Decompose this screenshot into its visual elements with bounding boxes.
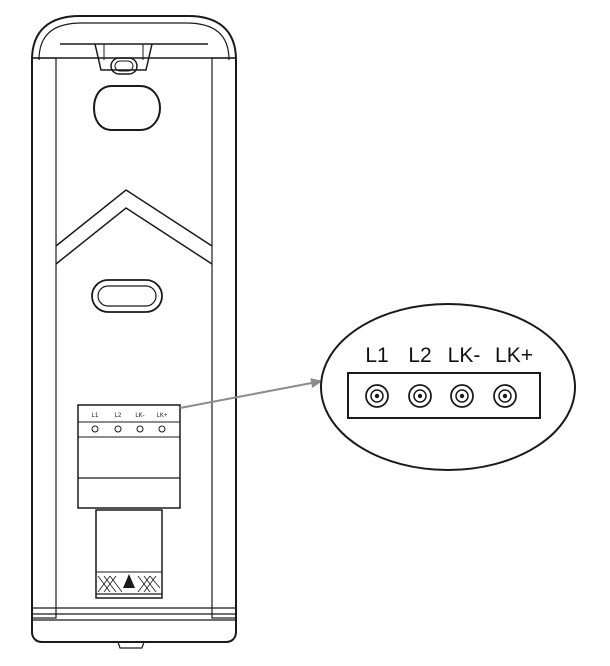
terminal-small-screw-lk-plus	[158, 425, 166, 433]
terminal-small-screw-lk-minus	[136, 425, 144, 433]
terminal-small-label-l2: L2	[115, 413, 122, 419]
housing-outline	[31, 15, 237, 643]
housing-inner-rim	[38, 22, 230, 61]
terminal-label-lk-minus: LK-	[448, 344, 481, 367]
latch-body	[95, 509, 163, 599]
middle-slot-inner	[97, 285, 157, 307]
terminal-label-lk-plus: LK+	[495, 344, 533, 367]
bottom-base	[32, 607, 236, 649]
terminal-block-body	[77, 404, 181, 509]
terminal-screw-l2	[408, 384, 432, 408]
roof-shape	[55, 189, 213, 265]
terminal-screw-l1	[365, 384, 389, 408]
top-mounting-hole	[92, 85, 162, 131]
middle-slot-outer	[91, 279, 163, 313]
terminal-callout: L1 L2 LK- LK+	[320, 303, 576, 471]
terminal-small-label-lk-plus: LK+	[157, 413, 168, 419]
latch-arrow-mark	[123, 574, 135, 588]
callout-arrow	[179, 378, 323, 409]
terminal-label-l2: L2	[408, 344, 431, 367]
roof-inner	[55, 207, 213, 265]
terminal-small-label-lk-minus: LK-	[135, 413, 144, 419]
hanger-tab	[94, 43, 153, 71]
terminal-screw-lk-minus	[450, 384, 474, 408]
hanger-slot	[110, 57, 138, 75]
bottom-latch	[95, 509, 163, 599]
terminal-block: L1 L2 LK- LK+	[77, 404, 181, 509]
terminal-small-label-l1: L1	[92, 413, 99, 419]
left-side-rail	[31, 57, 57, 619]
terminal-small-screw-l2	[114, 425, 122, 433]
device-housing	[31, 15, 237, 643]
right-side-rail	[211, 57, 237, 619]
terminal-strip	[347, 372, 541, 419]
middle-slot	[91, 279, 163, 313]
terminal-label-l1: L1	[365, 344, 388, 367]
base-foot	[117, 641, 145, 649]
terminal-screw-lk-plus	[493, 384, 517, 408]
top-hanger	[60, 43, 208, 131]
callout-ellipse	[320, 303, 576, 471]
terminal-small-screw-l1	[91, 425, 99, 433]
latch-hatch	[97, 575, 161, 593]
hanger-slot-inner	[114, 60, 134, 72]
roof-outer	[55, 189, 213, 247]
